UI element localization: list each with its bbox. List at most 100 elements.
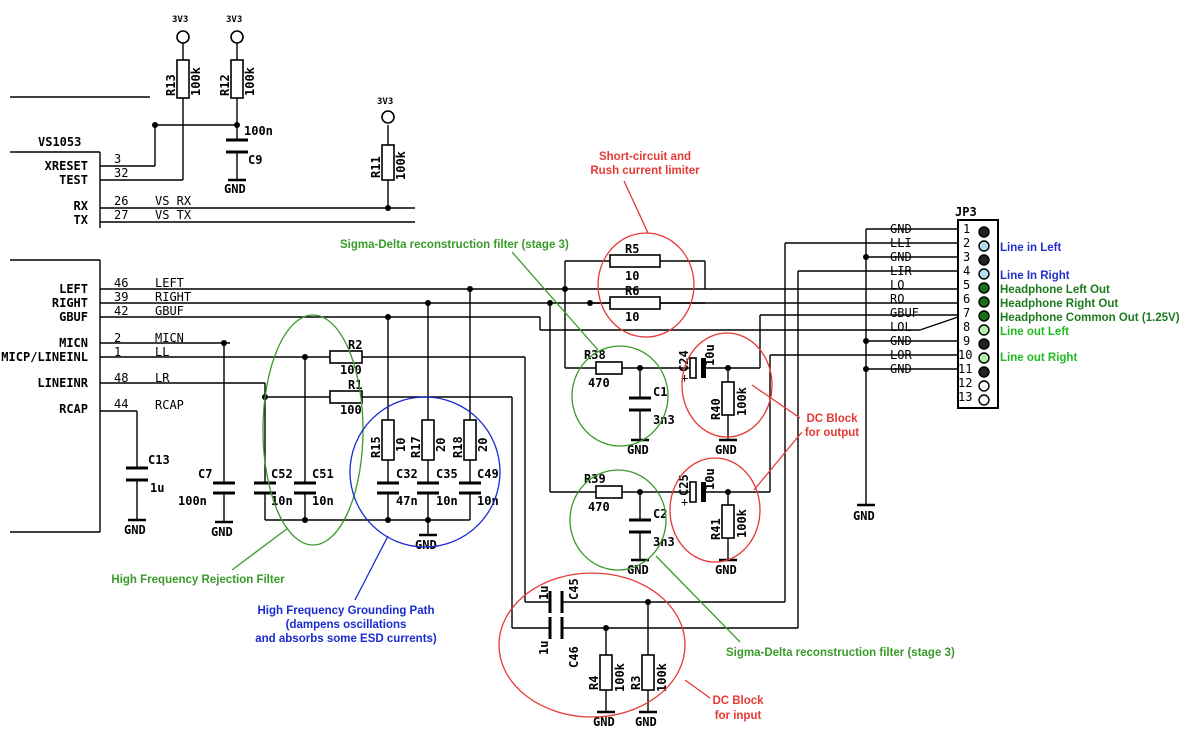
c35-ref: C35 xyxy=(436,467,458,481)
svg-text:12: 12 xyxy=(958,376,972,390)
capacitor-c52 xyxy=(254,481,276,495)
pin-test-label: TEST xyxy=(59,173,88,187)
resistor-r2 xyxy=(329,350,363,364)
short-circuit-label-1: Short-circuit and xyxy=(599,151,691,163)
net-gbuf: GBUF xyxy=(155,304,184,318)
sd-filter-bottom-ellipse xyxy=(569,469,667,571)
capacitor-c45 xyxy=(548,591,564,613)
c9-value: 100n xyxy=(244,124,273,138)
pin-tx-label: TX xyxy=(74,213,89,227)
hf-grounding-label-1: High Frequency Grounding Path xyxy=(258,605,435,617)
r3-value: 100k xyxy=(655,662,669,692)
hf-grounding-label-2: (dampens oscillations xyxy=(286,619,407,631)
resistor-r4 xyxy=(599,654,613,691)
gnd-label: GND xyxy=(593,715,615,729)
pin-num-32: 32 xyxy=(114,166,128,180)
capacitor-c13 xyxy=(126,466,148,482)
pin-gbuf-label: GBUF xyxy=(59,310,88,324)
net-vs-rx: VS_RX xyxy=(155,194,192,208)
svg-text:LOL: LOL xyxy=(890,320,912,334)
r18-value: 20 xyxy=(476,438,490,452)
c49-ref: C49 xyxy=(477,467,499,481)
capacitor-c32 xyxy=(377,481,399,495)
capacitor-c51 xyxy=(294,481,316,495)
svg-text:8: 8 xyxy=(963,320,970,334)
r11-value: 100k xyxy=(394,150,408,180)
resistor-r41 xyxy=(721,504,735,539)
r2-ref: R2 xyxy=(348,338,362,352)
net-ll: LL xyxy=(155,345,169,359)
svg-text:GND: GND xyxy=(890,362,912,376)
resistor-r11 xyxy=(381,144,395,181)
svg-text:7: 7 xyxy=(963,306,970,320)
r17-ref: R17 xyxy=(409,436,423,458)
v33-label: 3V3 xyxy=(172,15,188,25)
svg-text:Line out Right: Line out Right xyxy=(1000,352,1077,364)
svg-text:2: 2 xyxy=(963,236,970,250)
v33-label: 3V3 xyxy=(377,97,393,107)
gnd-label: GND xyxy=(211,525,233,539)
c25-value: 10u xyxy=(703,468,717,490)
c46-value: 1u xyxy=(537,641,551,655)
r13-value: 100k xyxy=(189,66,203,96)
r12-ref: R12 xyxy=(218,74,232,96)
svg-text:RO: RO xyxy=(890,292,904,306)
pin-num-27: 27 xyxy=(114,208,128,222)
svg-text:GND: GND xyxy=(890,250,912,264)
r40-ref: R40 xyxy=(709,398,723,420)
c24-ref: C24 xyxy=(677,350,691,372)
dc-block-output-ellipse-1 xyxy=(681,332,773,438)
pin-numbers: 1 2 3 4 5 6 7 8 9 10 11 12 13 xyxy=(958,222,972,404)
v33-terminal xyxy=(381,110,395,124)
svg-text:LO: LO xyxy=(890,278,904,292)
pin-rx-label: RX xyxy=(74,199,89,213)
capacitor-c24: + xyxy=(681,357,706,385)
net-lr: LR xyxy=(155,371,170,385)
pin-num-26: 26 xyxy=(114,194,128,208)
capacitor-c49 xyxy=(459,481,481,495)
gnd-label: GND xyxy=(635,715,657,729)
r39-ref: R39 xyxy=(584,472,606,486)
r40-value: 100k xyxy=(735,386,749,416)
svg-text:Line out Left: Line out Left xyxy=(1000,326,1069,338)
r15-value: 10 xyxy=(394,438,408,452)
chip-name: VS1053 xyxy=(38,135,81,149)
r11-ref: R11 xyxy=(369,156,383,178)
c13-ref: C13 xyxy=(148,453,170,467)
pin-num-2: 2 xyxy=(114,331,121,345)
r41-ref: R41 xyxy=(709,518,723,540)
connector-name: JP3 xyxy=(955,205,977,219)
svg-text:3: 3 xyxy=(963,250,970,264)
r17-value: 20 xyxy=(434,438,448,452)
resistor-r39 xyxy=(595,485,623,499)
r4-ref: R4 xyxy=(587,676,601,690)
svg-text:11: 11 xyxy=(958,362,972,376)
sd-filter-top-ellipse xyxy=(571,345,669,447)
v33-terminal xyxy=(176,30,190,44)
c45-ref: C45 xyxy=(567,578,581,600)
net-right: RIGHT xyxy=(155,290,191,304)
r18-ref: R18 xyxy=(451,436,465,458)
c51-value: 10n xyxy=(312,494,334,508)
connector-jp3: JP3 1 2 3 4 5 6 7 8 9 10 11 12 13 xyxy=(890,205,1180,409)
pin-xreset-label: XRESET xyxy=(45,159,88,173)
net-micn: MICN xyxy=(155,331,184,345)
svg-text:13: 13 xyxy=(958,390,972,404)
r5-ref: R5 xyxy=(625,242,639,256)
gnd-label: GND xyxy=(224,182,246,196)
resistor-r1 xyxy=(329,390,363,404)
r39-value: 470 xyxy=(588,500,610,514)
r15-ref: R15 xyxy=(369,436,383,458)
r5-value: 10 xyxy=(625,269,639,283)
r3-ref: R3 xyxy=(629,676,643,690)
pin-left-label: LEFT xyxy=(59,282,88,296)
c45-value: 1u xyxy=(537,586,551,600)
pin-rcap-label: RCAP xyxy=(59,402,88,416)
pin-num-39: 39 xyxy=(114,290,128,304)
r6-value: 10 xyxy=(625,310,639,324)
annotations: Short-circuit and Rush current limiter S… xyxy=(111,151,955,722)
c2-value: 3n3 xyxy=(653,535,675,549)
dc-block-output-label-1: DC Block xyxy=(806,413,858,425)
gnd-label: GND xyxy=(627,563,649,577)
